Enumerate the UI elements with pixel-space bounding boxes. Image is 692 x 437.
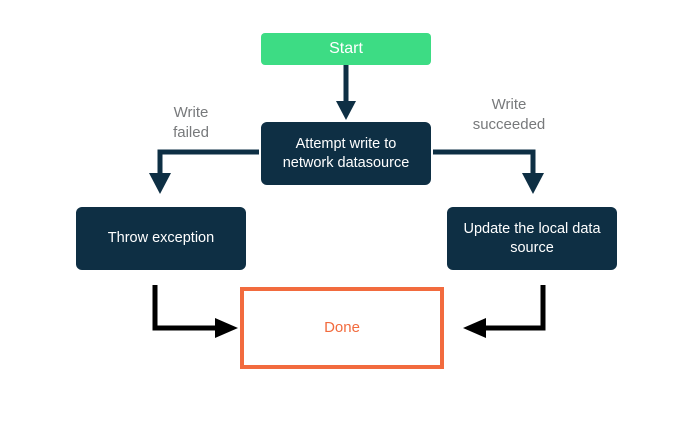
node-throw-exception[interactable]: Throw exception <box>76 207 246 270</box>
node-start[interactable]: Start <box>261 33 431 65</box>
edge-fail-to-done <box>152 285 238 338</box>
edge-label-write-failed: Write failed <box>173 104 209 142</box>
edge-label-write-succeeded: Write succeeded <box>472 96 546 134</box>
node-attempt-write[interactable]: Attempt write to network datasource <box>261 122 431 185</box>
node-update-local-data-source[interactable]: Update the local data source <box>447 207 617 270</box>
edge-process-to-success <box>433 149 544 194</box>
edge-process-to-fail <box>149 149 259 194</box>
edge-start-to-process <box>336 65 356 120</box>
edge-success-to-done <box>463 285 546 338</box>
node-done[interactable]: Done <box>240 287 444 369</box>
